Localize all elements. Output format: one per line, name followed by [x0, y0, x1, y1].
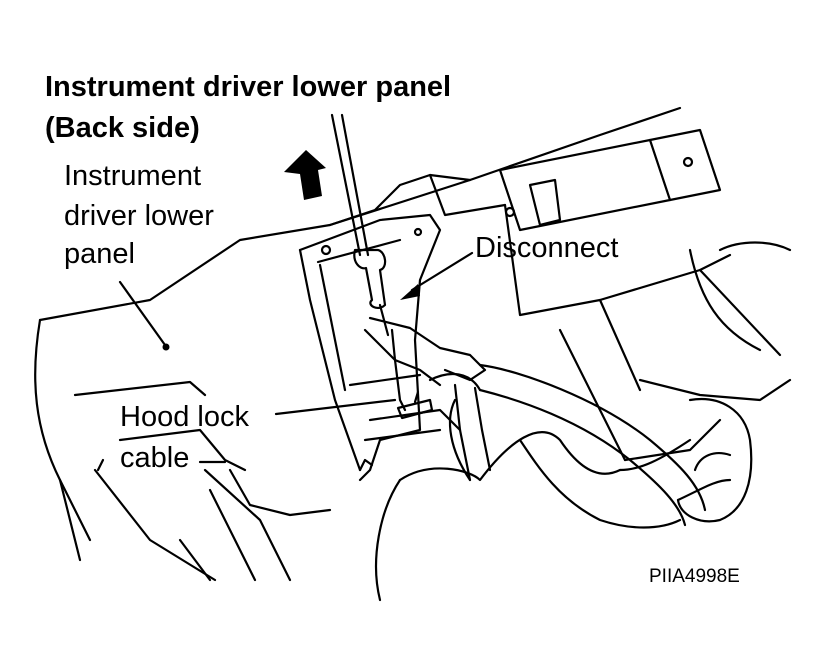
leader-lines	[96, 251, 474, 472]
panel-leader-dot	[162, 343, 170, 351]
panel-label-line-2: driver lower	[64, 200, 214, 232]
cable-label-line-2: cable	[120, 442, 190, 474]
disconnect-label: Disconnect	[475, 232, 619, 264]
up-arrow-icon	[284, 150, 326, 200]
panel-label-line-3: panel	[64, 238, 135, 270]
hand	[374, 397, 753, 602]
figure-title-line-1: Instrument driver lower panel	[45, 71, 452, 103]
figure-code: PIIA4998E	[649, 566, 740, 587]
panel-label-line-1: Instrument	[64, 160, 201, 192]
hood-lock-cable	[330, 113, 434, 420]
cable-label-line-1: Hood lock	[120, 401, 249, 433]
disconnect-arrow-head	[400, 284, 420, 300]
bracket-plate	[298, 156, 694, 482]
pliers-icon	[363, 316, 707, 527]
figure-title-line-2: (Back side)	[45, 112, 200, 144]
